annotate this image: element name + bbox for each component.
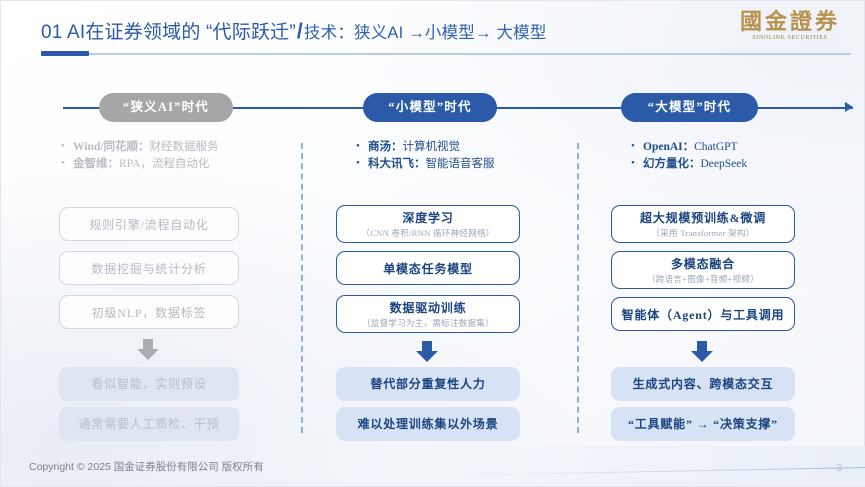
outcome-box[interactable]: “工具赋能” → “决策支撑” xyxy=(611,407,795,441)
example-company: 金智维： xyxy=(73,158,119,170)
example-company: Wind/同花顺： xyxy=(73,141,150,153)
title-number: 01 xyxy=(41,22,63,43)
page-title: 01 AI在证券领域的 “代际跃迁”/技术：狭义AI →小模型→ 大模型 xyxy=(41,17,547,44)
capability-box[interactable]: 智能体（Agent）与工具调用 xyxy=(611,297,795,331)
page-number: 3 xyxy=(836,463,842,474)
example-desc: RPA，流程自动化 xyxy=(119,158,210,170)
outcome-box[interactable]: 生成式内容、跨模态交互 xyxy=(611,367,795,401)
outcome-box[interactable]: 替代部分重复性人力 xyxy=(336,367,520,401)
example-desc: DeepSeek xyxy=(700,158,748,170)
outcome-text: 替代部分重复性人力 xyxy=(370,377,486,391)
capability-title: 数据挖掘与统计分析 xyxy=(91,262,207,276)
list-item: Wind/同花顺：财经数据服务 xyxy=(59,138,299,156)
outcome-text: 生成式内容、跨模态交互 xyxy=(632,377,774,391)
example-company: 商汤： xyxy=(368,141,403,153)
capability-box[interactable]: 数据挖掘与统计分析 xyxy=(59,251,239,285)
outcome-box[interactable]: 通常需要人工质检、干预 xyxy=(59,407,239,441)
example-list: Wind/同花顺：财经数据服务 金智维：RPA，流程自动化 xyxy=(59,138,299,173)
capability-subtitle: （CNN 卷积/RNN 循环神经网络） xyxy=(361,228,495,238)
column-divider-2 xyxy=(577,143,579,433)
capability-box[interactable]: 数据驱动训练 （监督学习为主，需标注数据集） xyxy=(336,295,520,333)
example-desc: 智能语音客服 xyxy=(425,158,495,170)
timeline-stage-narrow-ai[interactable]: “狭义AI”时代 xyxy=(99,93,233,122)
logo-english-text: SINOLINK SECURITIES xyxy=(752,35,828,41)
capability-box[interactable]: 超大规模预训练&微调 （采用 Transformer 架构） xyxy=(611,205,795,243)
outcome-box[interactable]: 难以处理训练集以外场景 xyxy=(336,407,520,441)
timeline-arrow-icon xyxy=(845,102,853,112)
capability-title: 多模态融合 xyxy=(670,257,735,271)
capability-title: 智能体（Agent）与工具调用 xyxy=(621,308,785,322)
title-underline-thin xyxy=(41,53,851,55)
example-list: OpenAI：ChatGPT 幻方量化：DeepSeek xyxy=(611,138,865,173)
outcome-text: 通常需要人工质检、干预 xyxy=(78,417,220,431)
capability-title: 超大规模预训练&微调 xyxy=(640,211,766,225)
capability-title: 初级NLP，数据标签 xyxy=(91,306,207,320)
list-item: 科大讯飞：智能语音客服 xyxy=(354,155,594,173)
capability-title: 规则引擎/流程自动化 xyxy=(89,218,209,232)
column-divider-1 xyxy=(301,143,303,433)
list-item: OpenAI：ChatGPT xyxy=(629,138,865,156)
outcome-box[interactable]: 看似智能，实则预设 xyxy=(59,367,239,401)
capability-subtitle: （跨语言+图像+音频+视频） xyxy=(646,274,760,284)
list-item: 金智维：RPA，流程自动化 xyxy=(59,155,299,173)
timeline-stage-label: “狭义AI”时代 xyxy=(123,100,209,114)
capability-title: 数据驱动训练 xyxy=(389,301,467,315)
example-desc: ChatGPT xyxy=(694,141,738,153)
list-item: 商汤：计算机视觉 xyxy=(354,138,594,156)
example-company: OpenAI： xyxy=(643,141,695,153)
title-separator: / xyxy=(296,20,303,43)
company-logo: 國金證券 SINOLINK SECURITIES xyxy=(734,9,846,55)
example-company: 科大讯飞： xyxy=(368,158,426,170)
outcome-text: 看似智能，实则预设 xyxy=(91,377,207,391)
capability-subtitle: （监督学习为主，需标注数据集） xyxy=(361,318,494,328)
capability-box[interactable]: 深度学习 （CNN 卷积/RNN 循环神经网络） xyxy=(336,205,520,243)
capability-subtitle: （采用 Transformer 架构） xyxy=(651,228,755,238)
footer-decoration xyxy=(1,446,865,486)
capability-box[interactable]: 多模态融合 （跨语言+图像+音频+视频） xyxy=(611,251,795,289)
timeline-stage-label: “小模型”时代 xyxy=(388,100,472,114)
capability-box[interactable]: 单模态任务模型 xyxy=(336,251,520,285)
timeline-stage-label: “大模型”时代 xyxy=(647,100,732,114)
timeline-stage-small-model[interactable]: “小模型”时代 xyxy=(363,93,497,122)
title-main: AI在证券领域的 “代际跃迁” xyxy=(66,22,296,43)
outcome-text: “工具赋能” → “决策支撑” xyxy=(627,417,778,431)
example-company: 幻方量化： xyxy=(643,158,701,170)
timeline-stage-large-model[interactable]: “大模型”时代 xyxy=(621,93,758,122)
list-item: 幻方量化：DeepSeek xyxy=(629,155,865,173)
outcome-text: 难以处理训练集以外场景 xyxy=(357,417,499,431)
capability-box[interactable]: 规则引擎/流程自动化 xyxy=(59,207,239,241)
capability-box[interactable]: 初级NLP，数据标签 xyxy=(59,295,239,329)
copyright-text: Copyright © 2025 国金证券股份有限公司 版权所有 xyxy=(29,461,264,473)
capability-title: 单模态任务模型 xyxy=(383,262,473,276)
title-sub: 技术：狭义AI →小模型→ 大模型 xyxy=(303,24,547,42)
logo-chinese-text: 國金證券 xyxy=(739,9,840,34)
timeline: “狭义AI”时代 “小模型”时代 “大模型”时代 xyxy=(1,93,865,123)
example-desc: 财经数据服务 xyxy=(149,141,219,153)
capability-title: 深度学习 xyxy=(402,211,454,225)
example-desc: 计算机视觉 xyxy=(402,141,461,153)
example-list: 商汤：计算机视觉 科大讯飞：智能语音客服 xyxy=(336,138,594,173)
title-underline-accent xyxy=(41,51,89,56)
